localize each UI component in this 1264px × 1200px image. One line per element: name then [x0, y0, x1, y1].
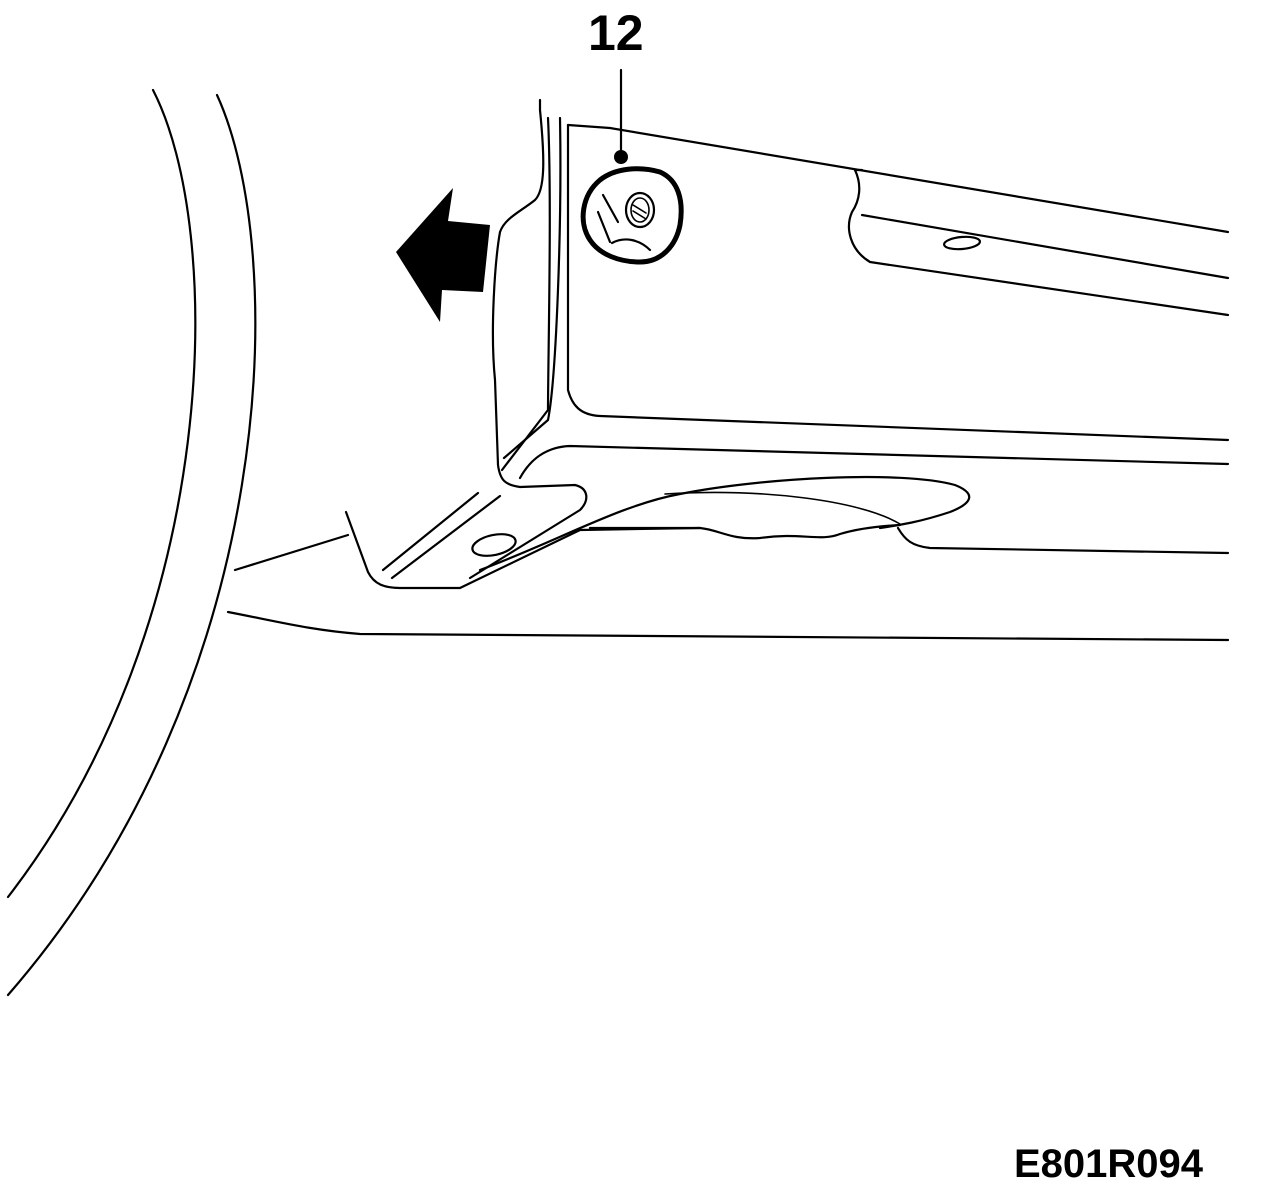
wheel-arch: [6, 88, 257, 997]
upper-rail: [566, 123, 1230, 317]
figure-code: E801R094: [1014, 1142, 1204, 1186]
jacking-bracket: [381, 98, 1230, 580]
arrow-left-icon: [396, 188, 490, 322]
sill-panel: [226, 510, 1230, 642]
callout-number-12: 12: [588, 5, 644, 61]
callout-leader: [614, 68, 628, 164]
nut-icon: [580, 166, 684, 265]
